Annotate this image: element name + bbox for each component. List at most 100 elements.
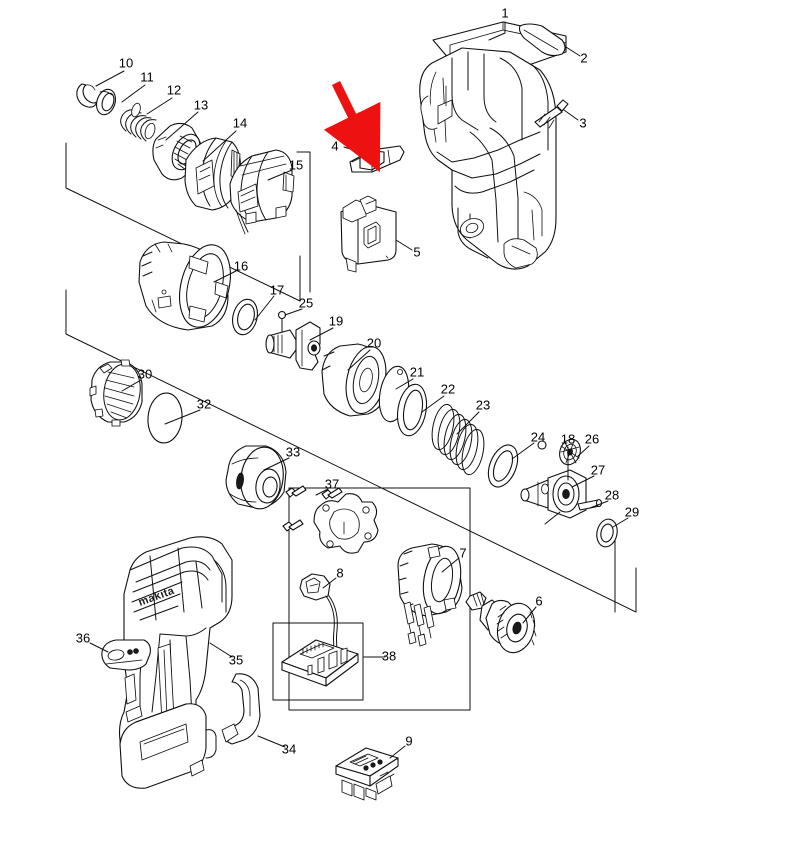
callout-number-30: 30 xyxy=(138,366,152,381)
leader-line-27 xyxy=(571,475,595,488)
part-2-housing-cover-plate xyxy=(518,23,566,57)
leader-line-20 xyxy=(347,349,371,371)
part-35-main-body-housing: makita xyxy=(118,536,233,789)
callout-number-20: 20 xyxy=(367,335,381,350)
part-8-led-lamp-unit xyxy=(299,573,342,663)
leader-line-19 xyxy=(309,327,334,341)
leader-line-22 xyxy=(421,395,445,413)
part-38-controller-pcb xyxy=(281,639,359,687)
callout-number-38: 38 xyxy=(382,648,396,663)
callout-number-16: 16 xyxy=(234,258,248,273)
leader-line-13 xyxy=(165,111,199,141)
part-34-hanger-strap xyxy=(221,673,261,745)
callout-number-1: 1 xyxy=(501,5,508,20)
leader-line-34 xyxy=(257,735,286,748)
red-arrow-head xyxy=(345,117,366,140)
part-36-battery-terminal-cap xyxy=(101,639,151,671)
leader-line-1 xyxy=(488,21,506,41)
part-33-fan-impeller xyxy=(225,445,287,510)
part-3-tapping-screw xyxy=(534,99,569,129)
leader-line-8 xyxy=(322,577,337,589)
callout-number-15: 15 xyxy=(289,157,303,172)
leader-line-36 xyxy=(89,642,109,653)
callout-number-29: 29 xyxy=(625,504,639,519)
callout-number-14: 14 xyxy=(233,115,247,130)
callout-number-13: 13 xyxy=(194,97,208,112)
part-5-switch-module xyxy=(340,195,397,273)
leader-line-12 xyxy=(146,97,173,115)
leader-line-9 xyxy=(389,745,406,759)
leader-line-14 xyxy=(202,130,237,162)
callout-number-24: 24 xyxy=(531,429,545,444)
screw-b xyxy=(321,487,343,500)
part-6-armature-rotor xyxy=(465,591,537,654)
leader-line-10 xyxy=(95,70,125,87)
leader-line-16 xyxy=(213,270,237,283)
callout-number-4: 4 xyxy=(331,138,338,153)
part-11-flat-washer xyxy=(95,88,117,116)
leader-line-23 xyxy=(456,411,480,435)
part-7-stator-field xyxy=(397,543,463,647)
leader-line-24 xyxy=(511,442,535,460)
part-16-hammer-case xyxy=(138,241,231,331)
leader-line-33 xyxy=(263,457,290,471)
part-18-steel-ball xyxy=(537,440,547,450)
callout-number-3: 3 xyxy=(579,115,586,130)
callout-number-22: 22 xyxy=(441,381,455,396)
callout-number-17: 17 xyxy=(270,282,284,297)
part-19-anvil-shaft xyxy=(265,321,321,371)
callout-number-11: 11 xyxy=(140,69,154,84)
leader-line-32 xyxy=(164,409,201,425)
screw-a xyxy=(285,485,307,498)
callout-number-33: 33 xyxy=(286,444,300,459)
part-9-terminal-block xyxy=(335,747,399,801)
callout-number-34: 34 xyxy=(282,741,296,756)
group-brackets xyxy=(65,142,637,711)
callout-number-7: 7 xyxy=(459,545,466,560)
callout-number-5: 5 xyxy=(413,244,420,259)
callout-number-18: 18 xyxy=(561,431,575,446)
part-28-spindle-pin xyxy=(577,498,603,511)
callout-leader-lines xyxy=(89,21,629,759)
leader-line-2 xyxy=(565,46,581,57)
part-27-spindle-carrier xyxy=(520,469,587,525)
rotor-spider-plate xyxy=(313,493,379,554)
callout-number-19: 19 xyxy=(329,313,343,328)
callout-number-36: 36 xyxy=(76,630,90,645)
leader-line-15 xyxy=(267,169,293,181)
leader-line-6 xyxy=(522,606,537,624)
callout-number-2: 2 xyxy=(580,50,587,65)
pcb-bracket xyxy=(272,622,364,701)
leader-line-37 xyxy=(315,488,329,496)
leader-line-25 xyxy=(284,308,303,316)
red-highlight-arrow xyxy=(323,81,381,173)
callout-number-28: 28 xyxy=(605,487,619,502)
leader-line-35 xyxy=(209,642,233,658)
callout-number-21: 21 xyxy=(410,364,424,379)
leader-line-7 xyxy=(441,557,460,573)
part-22-thrust-washer xyxy=(396,383,428,437)
leader-line-28 xyxy=(589,500,609,509)
leader-line-29 xyxy=(612,517,629,528)
callout-number-35: 35 xyxy=(229,652,243,667)
callout-number-12: 12 xyxy=(167,82,181,97)
screw-c xyxy=(282,519,304,532)
part-15-anvil-housing-bracket xyxy=(229,149,295,235)
lower-group-bracket xyxy=(65,289,637,613)
leader-line-17 xyxy=(254,295,275,321)
part-29-o-ring-small xyxy=(596,518,618,548)
stator-leads xyxy=(403,601,435,647)
leader-line-26 xyxy=(577,445,590,457)
callout-number-32: 32 xyxy=(197,396,211,411)
callout-number-23: 23 xyxy=(476,397,490,412)
callout-number-9: 9 xyxy=(405,733,412,748)
leader-line-21 xyxy=(395,378,414,390)
leader-line-11 xyxy=(121,84,146,103)
part-32-rubber-gasket xyxy=(147,392,183,444)
part-12-compression-spring xyxy=(120,102,157,142)
part-23-hammer-spring xyxy=(431,403,485,476)
middle-group-bracket xyxy=(296,151,311,293)
leader-line-5 xyxy=(395,239,413,251)
